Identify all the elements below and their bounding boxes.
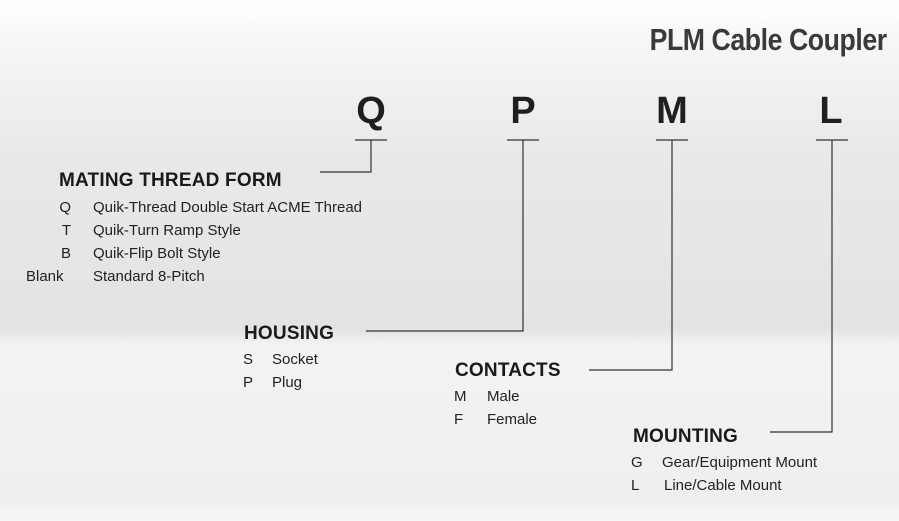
connector-mating bbox=[320, 140, 372, 173]
connector-housing bbox=[366, 140, 524, 332]
connector-mounting bbox=[770, 140, 833, 433]
code-letter-housing: P bbox=[510, 90, 536, 132]
connector-contacts bbox=[589, 140, 673, 371]
code-letter-mating: Q bbox=[356, 90, 386, 132]
contacts-heading: CONTACTS bbox=[455, 360, 561, 381]
housing-heading: HOUSING bbox=[244, 323, 335, 344]
code-letter-mounting: L bbox=[819, 90, 843, 132]
page-title: PLM Cable Coupler bbox=[649, 22, 888, 57]
mating-heading: MATING THREAD FORM bbox=[59, 170, 282, 191]
code-letter-contacts: M bbox=[656, 90, 688, 132]
mounting-heading: MOUNTING bbox=[633, 426, 739, 447]
